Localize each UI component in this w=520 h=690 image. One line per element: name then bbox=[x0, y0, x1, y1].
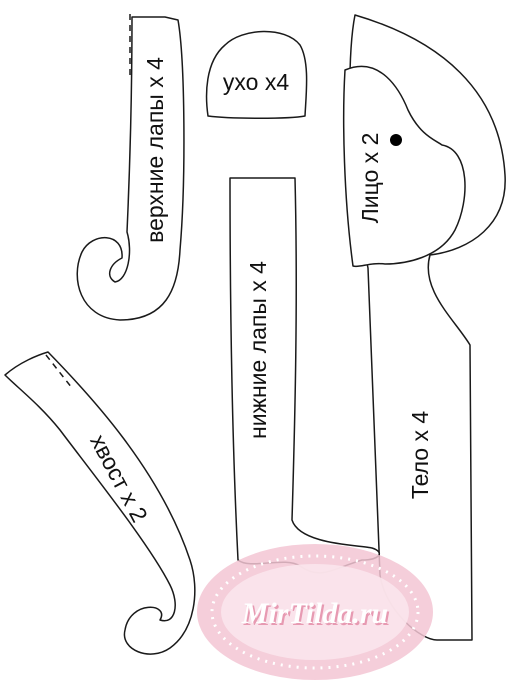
upper-paws-label: верхние лапы х 4 bbox=[142, 57, 168, 243]
ear-piece-outline bbox=[205, 30, 308, 119]
watermark-text-shadow: MirTilda.ru bbox=[243, 599, 390, 632]
face-label: Лицо х 2 bbox=[357, 133, 383, 224]
watermark-badge: MirTilda.ru MirTilda.ru bbox=[197, 544, 433, 680]
face-piece-outline bbox=[342, 65, 466, 268]
tail-dashed-edge bbox=[45, 354, 73, 389]
ear-label: ухо х4 bbox=[223, 69, 289, 95]
watermark-inner bbox=[221, 564, 409, 660]
lower-paws-label: нижние лапы х 4 bbox=[245, 261, 271, 439]
face-eye bbox=[390, 134, 402, 146]
watermark-text: MirTilda.ru bbox=[241, 597, 388, 630]
watermark-dot-ring bbox=[210, 554, 420, 670]
upper-paws-outline bbox=[76, 16, 185, 321]
tail-piece-outline bbox=[4, 351, 196, 655]
body-label: Тело х 4 bbox=[407, 411, 433, 500]
